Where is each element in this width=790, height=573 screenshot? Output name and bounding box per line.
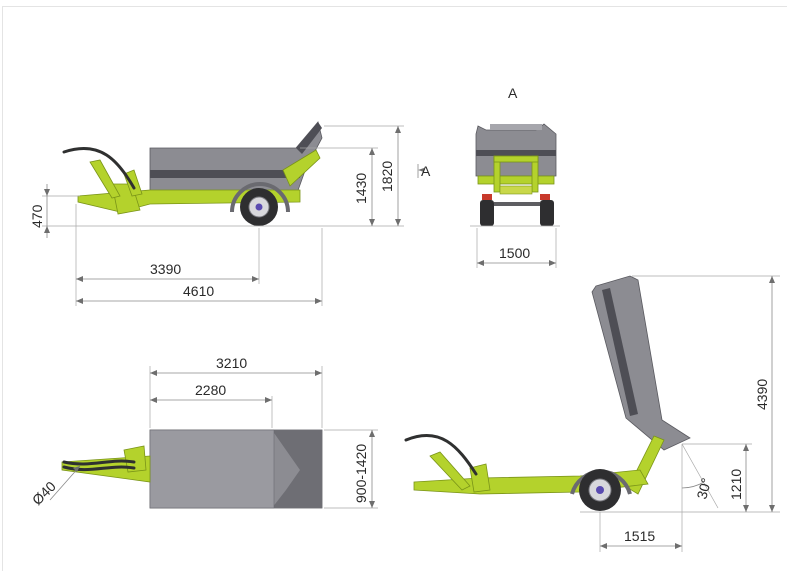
tipped-view-dimensions: 4390 1210 30° 1515 [599,275,780,552]
dim-top-floor-length: 2280 [195,382,226,398]
dim-side-wheelbase: 3390 [150,261,181,277]
dim-side-hitch-height: 470 [29,204,45,228]
trailer-front-view: A [470,85,560,227]
section-marker-side: A [421,163,431,179]
dim-tipped-pivot-offset: 1515 [624,528,655,544]
trailer-top-view [61,429,323,509]
sheet-border [2,6,787,571]
dim-tipped-angle: 30° [693,476,714,501]
dim-side-overall-length: 4610 [183,283,214,299]
dim-tipped-pivot-height: 1210 [728,469,744,500]
dim-side-body-height: 1430 [353,173,369,204]
front-view-dimensions: 1500 [476,228,557,268]
dim-top-hose-diameter: Ø40 [29,478,59,508]
trailer-tipped-view [404,275,700,513]
dim-top-body-length: 3210 [216,355,247,371]
dim-side-overall-height: 1820 [379,161,395,192]
dim-top-body-width: 900-1420 [353,444,369,503]
dim-tipped-max-height: 4390 [754,379,770,410]
side-view-dimensions: 470 3390 4610 1430 1820 [29,125,431,306]
dim-front-track-width: 1500 [499,245,530,261]
trailer-side-view [62,121,330,227]
top-view-dimensions: 3210 2280 900-1420 Ø40 [29,355,378,509]
section-marker-top: A [508,85,518,101]
